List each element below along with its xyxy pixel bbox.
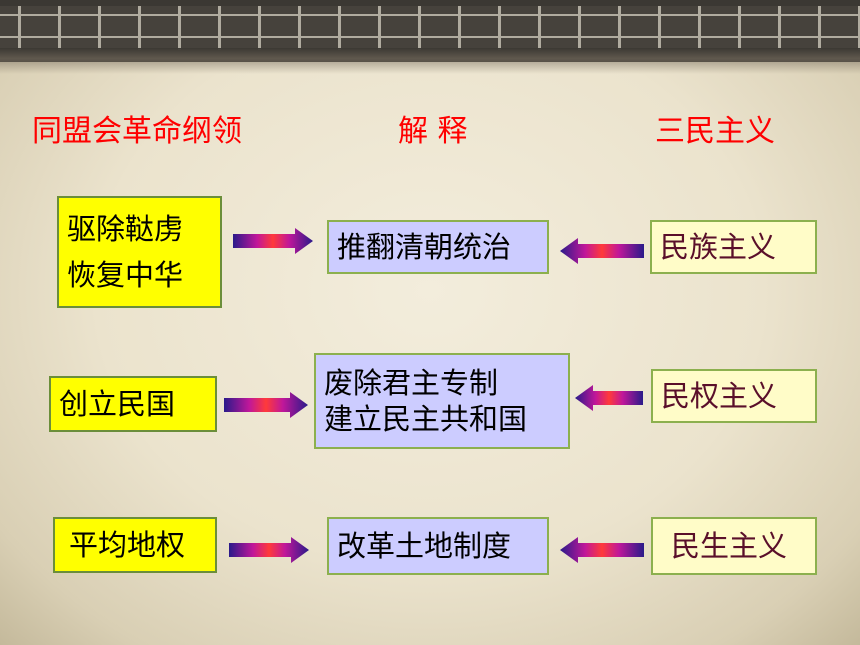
principle-label: 民生主义 bbox=[671, 528, 788, 563]
principle-label: 民族主义 bbox=[660, 229, 777, 264]
explanation-line: 建立民主共和国 bbox=[324, 402, 528, 436]
program-line: 恢复中华 bbox=[67, 258, 184, 292]
left-arrow-icon bbox=[560, 537, 644, 563]
program-line: 平均地权 bbox=[69, 527, 186, 562]
right-arrow-icon bbox=[233, 228, 313, 254]
program-box-livelihood: 平均地权 bbox=[53, 517, 217, 573]
heading-explanation: 解 释 bbox=[398, 114, 468, 149]
lattice-pattern bbox=[0, 6, 860, 50]
left-arrow-icon bbox=[560, 238, 644, 264]
program-line: 创立民国 bbox=[59, 386, 176, 421]
explanation-line: 改革土地制度 bbox=[337, 528, 512, 563]
explanation-box-livelihood: 改革土地制度 bbox=[327, 517, 549, 575]
right-arrow-icon bbox=[229, 537, 309, 563]
explanation-box-democracy: 废除君主专制 建立民主共和国 bbox=[314, 353, 570, 449]
principle-box-nationalism: 民族主义 bbox=[650, 220, 817, 274]
principle-box-livelihood: 民生主义 bbox=[651, 517, 817, 575]
banner-brush-edge bbox=[0, 48, 860, 74]
left-arrow-icon bbox=[575, 385, 643, 411]
heading-three-principles: 三民主义 bbox=[655, 114, 775, 149]
program-box-democracy: 创立民国 bbox=[49, 376, 217, 432]
principle-box-democracy: 民权主义 bbox=[651, 369, 817, 423]
program-box-nationalism: 驱除鞑虏 恢复中华 bbox=[57, 196, 222, 308]
explanation-box-nationalism: 推翻清朝统治 bbox=[327, 220, 549, 274]
principle-label: 民权主义 bbox=[661, 378, 778, 413]
decorative-lattice-banner bbox=[0, 0, 860, 62]
right-arrow-icon bbox=[224, 392, 308, 418]
explanation-line: 废除君主专制 bbox=[324, 365, 499, 400]
heading-program: 同盟会革命纲领 bbox=[32, 114, 242, 149]
program-line: 驱除鞑虏 bbox=[67, 211, 184, 246]
explanation-line: 推翻清朝统治 bbox=[337, 229, 512, 264]
